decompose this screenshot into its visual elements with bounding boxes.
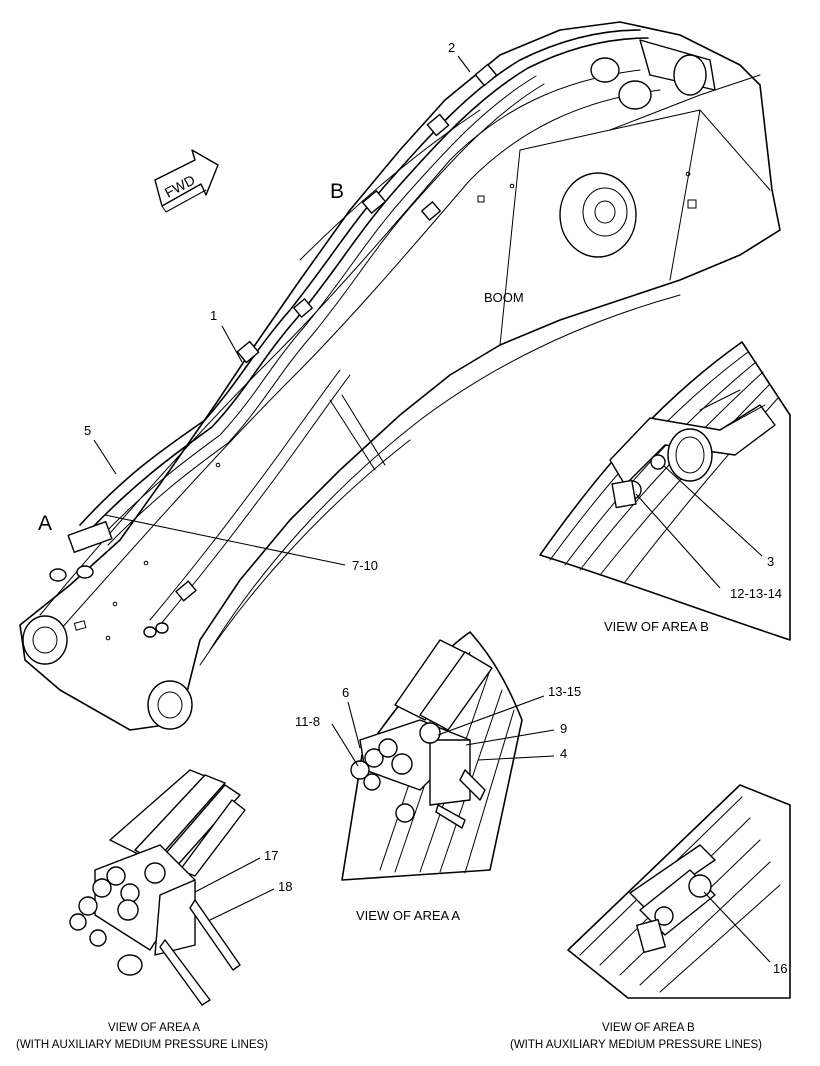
view-area-a-aux: 17 18 VIEW OF AREA A (WITH AUXILIARY MED… [16,769,292,1051]
caption-view-area-a-aux-line2: (WITH AUXILIARY MEDIUM PRESSURE LINES) [16,1039,268,1051]
forward-arrow-icon: FWD [154,149,219,213]
area-b-marker: B [330,180,344,203]
callout-13-15: 13-15 [548,684,581,699]
callout-5: 5 [84,423,91,438]
callout-9: 9 [560,721,567,736]
callout-17: 17 [264,848,278,863]
view-area-b: 3 12-13-14 VIEW OF AREA B [539,341,791,641]
caption-view-area-a: VIEW OF AREA A [356,908,460,923]
caption-view-area-a-aux-line1: VIEW OF AREA A [108,1022,200,1034]
callout-4: 4 [560,746,567,761]
callout-6: 6 [342,685,349,700]
callout-3: 3 [767,554,774,569]
boom-assembly [19,21,781,731]
callout-16: 16 [773,961,787,976]
caption-view-area-b-aux-line1: VIEW OF AREA B [602,1022,695,1034]
area-a-marker: A [38,512,52,535]
boom-label: BOOM [484,290,524,305]
callout-12-13-14: 12-13-14 [730,586,782,601]
caption-view-area-b-aux-line2: (WITH AUXILIARY MEDIUM PRESSURE LINES) [510,1039,762,1051]
callout-11-8: 11-8 [295,714,320,729]
caption-view-area-b: VIEW OF AREA B [604,619,709,634]
view-area-b-aux: 16 VIEW OF AREA B (WITH AUXILIARY MEDIUM… [510,784,791,1051]
callout-18: 18 [278,879,292,894]
callout-2: 2 [448,40,455,55]
callout-1: 1 [210,308,217,323]
view-area-a: 6 11-8 13-15 9 4 VIEW OF AREA A [295,631,581,923]
callout-7-10: 7-10 [352,558,378,573]
